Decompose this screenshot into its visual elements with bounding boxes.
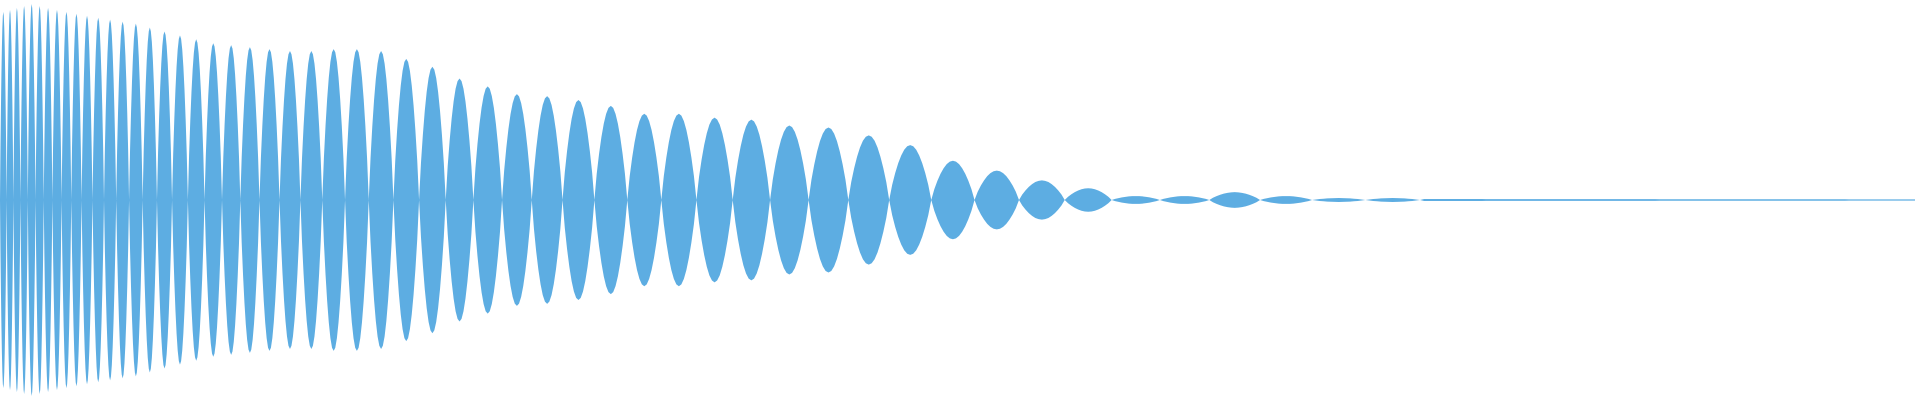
waveform-shape — [0, 4, 1915, 396]
